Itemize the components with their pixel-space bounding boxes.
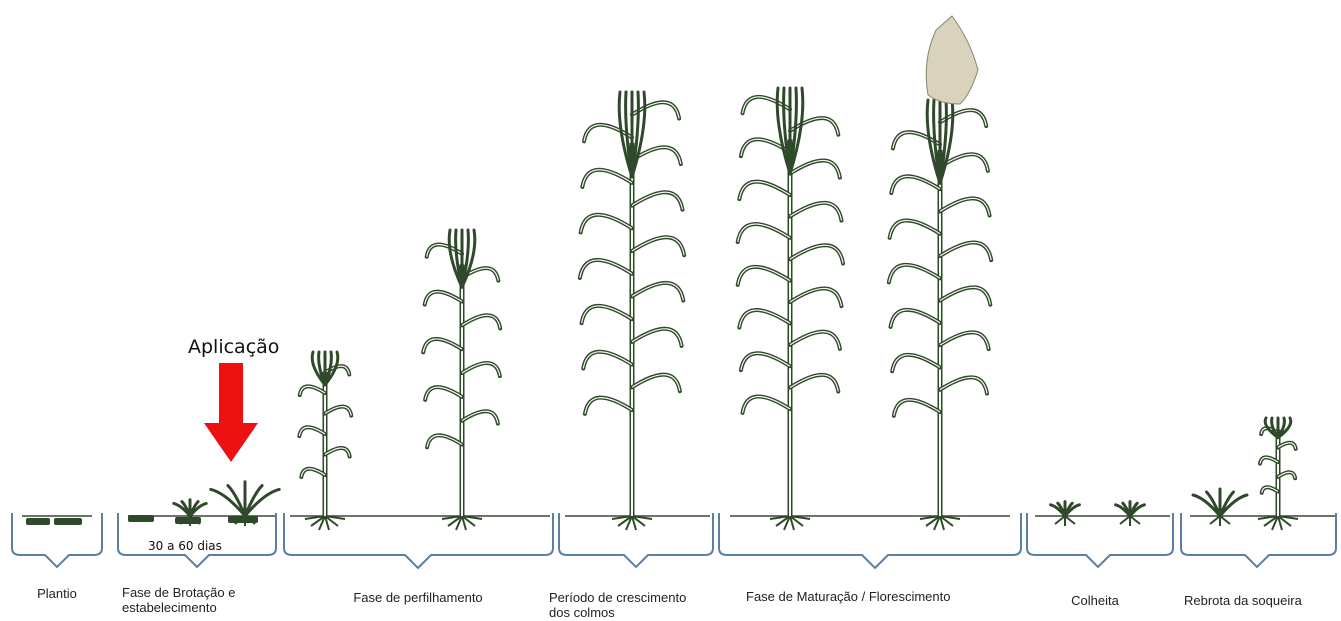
stage-label-line: Fase de perfilhamento bbox=[318, 590, 518, 605]
stage-label-perfilhamento: Fase de perfilhamento bbox=[318, 590, 518, 605]
stage-label-crescimento: Período de crescimento dos colmos bbox=[549, 590, 686, 620]
stage-label-line: dos colmos bbox=[549, 605, 686, 620]
plant-flowering bbox=[889, 100, 991, 530]
stage-label-line: Fase de Brotação e bbox=[122, 585, 235, 600]
stage-label-plantio: Plantio bbox=[22, 586, 92, 601]
ratoon-plant bbox=[1258, 418, 1298, 530]
stage-label-line: Colheita bbox=[1055, 593, 1135, 608]
stage-label-line: Período de crescimento bbox=[549, 590, 686, 605]
plant-growth bbox=[580, 92, 684, 530]
flower-tassel bbox=[926, 16, 978, 104]
stage-label-rebrota: Rebrota da soqueira bbox=[1184, 593, 1302, 608]
plant-tillering-large bbox=[423, 230, 500, 530]
application-label: Aplicação bbox=[188, 336, 279, 358]
plant-tillering-small bbox=[299, 352, 351, 530]
plant-maturation bbox=[738, 88, 843, 530]
ratoon-sprout-small bbox=[1193, 489, 1247, 526]
stage-label-line: Plantio bbox=[22, 586, 92, 601]
harvest-stubble-1 bbox=[1051, 502, 1080, 526]
stage-label-line: Fase de Maturação / Florescimento bbox=[746, 589, 950, 604]
stage-label-colheita: Colheita bbox=[1055, 593, 1135, 608]
sprout-medium bbox=[211, 482, 279, 526]
plants bbox=[174, 16, 1298, 530]
duration-label: 30 a 60 dias bbox=[148, 539, 222, 553]
application-arrow bbox=[204, 363, 258, 462]
harvest-stubble-2 bbox=[1116, 502, 1145, 526]
stage-label-maturacao: Fase de Maturação / Florescimento bbox=[746, 589, 950, 604]
stage-label-line: Rebrota da soqueira bbox=[1184, 593, 1302, 608]
stage-label-line: estabelecimento bbox=[122, 600, 235, 615]
stage-label-brotacao: Fase de Brotação e estabelecimento bbox=[122, 585, 235, 615]
